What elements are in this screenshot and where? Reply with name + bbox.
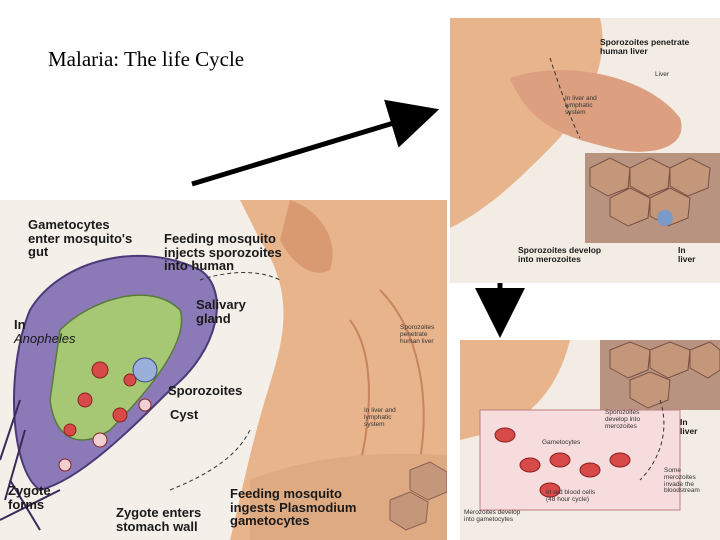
label-sporozoites-penetrate-small: Sporozoites penetrate human liver: [400, 324, 435, 345]
label-some-merozoites: Some merozoites invade the bloodstream: [664, 467, 700, 495]
label-feeding-ingests: Feeding mosquito ingests Plasmodium game…: [230, 486, 357, 529]
label-gametocytes: Gametocytes: [542, 439, 581, 446]
label-sporozoites: Sporozoites: [168, 383, 243, 398]
main-illustration: [0, 200, 447, 540]
label-zygote-forms: Zygote forms: [8, 483, 51, 512]
blood-stage-illustration: [460, 340, 720, 540]
label-zygote-enters: Zygote enters stomach wall: [116, 505, 202, 534]
label-in-liver-bottom: In liver: [680, 417, 698, 436]
blood-stage-panel: Sporozoites develop into merozoites In l…: [460, 340, 720, 540]
label-liver: Liver: [655, 71, 670, 78]
label-in-liver: In liver: [678, 245, 696, 264]
label-sporozoites-penetrate: Sporozoites penetrate human liver: [600, 37, 690, 56]
liver-stage-panel: Sporozoites penetrate human liver Liver …: [450, 18, 720, 283]
label-merozoites-develop: Merozoites develop into gametocytes: [464, 509, 521, 523]
label-in-liver-lymph: In liver and lymphatic system: [565, 95, 597, 116]
liver-illustration: [450, 18, 720, 283]
label-sporozoites-develop-small: Sporozoites develop into merozoites: [605, 409, 641, 430]
label-in-liver-lymph-small: In liver and lymphatic system: [364, 407, 396, 428]
label-salivary-gland: Salivary gland: [196, 297, 246, 326]
label-feeding-injects: Feeding mosquito injects sporozoites int…: [164, 231, 282, 274]
label-anopheles: Anopheles: [14, 331, 76, 346]
slide-title: Malaria: The life Cycle: [48, 47, 245, 71]
label-gametocytes-enter-gut: Gametocytes enter mosquito's gut: [28, 217, 133, 260]
label-develop-merozoites: Sporozoites develop into merozoites: [518, 245, 602, 264]
label-in-rbc: In red blood cells (48 hour cycle): [546, 489, 596, 503]
main-lifecycle-diagram: Gametocytes enter mosquito's gut Feeding…: [0, 200, 447, 540]
label-in: In: [14, 317, 26, 332]
label-cyst: Cyst: [170, 407, 199, 422]
